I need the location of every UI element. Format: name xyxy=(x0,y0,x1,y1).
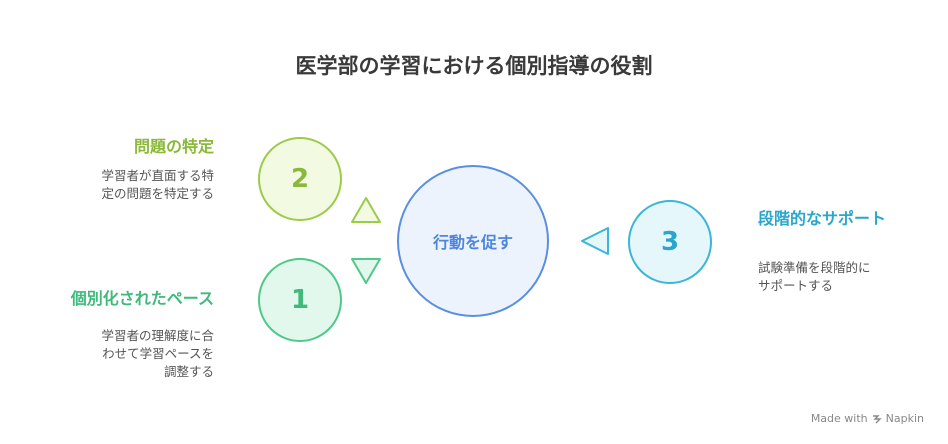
arrow-down-icon xyxy=(351,258,381,284)
arrow-left-icon xyxy=(581,227,609,255)
desc-line: サポートする xyxy=(758,278,834,293)
made-with-credit[interactable]: Made with Napkin xyxy=(811,412,924,425)
step-1-number: 1 xyxy=(290,285,310,315)
desc-line: 定の問題を特定する xyxy=(101,186,214,201)
arrow-up-icon xyxy=(351,197,381,223)
step-2-description: 学習者が直面する特 定の問題を特定する xyxy=(64,167,214,203)
center-node: 行動を促す xyxy=(397,165,549,317)
step-3-description: 試験準備を段階的に サポートする xyxy=(758,259,908,295)
credit-brand: Napkin xyxy=(885,412,924,425)
desc-line: わせて学習ペースを xyxy=(102,346,214,361)
step-1-description: 学習者の理解度に合 わせて学習ペースを 調整する xyxy=(64,327,214,381)
step-3-number: 3 xyxy=(660,227,680,257)
step-2-number: 2 xyxy=(290,164,310,194)
step-1-circle: 1 xyxy=(258,258,342,342)
desc-line: 調整する xyxy=(163,364,214,379)
desc-line: 学習者の理解度に合 xyxy=(101,328,214,343)
desc-line: 試験準備を段階的に xyxy=(758,260,871,275)
page-title: 医学部の学習における個別指導の役割 xyxy=(295,54,653,78)
napkin-logo-icon xyxy=(872,414,882,423)
step-1-heading: 個別化されたペース xyxy=(70,289,214,308)
credit-prefix: Made with xyxy=(810,412,868,425)
center-label: 行動を促す xyxy=(432,233,513,252)
step-2-circle: 2 xyxy=(258,137,342,221)
step-3-circle: 3 xyxy=(628,200,712,284)
step-3-heading: 段階的なサポート xyxy=(758,209,887,228)
desc-line: 学習者が直面する特 xyxy=(101,168,214,183)
step-2-heading: 問題の特定 xyxy=(133,137,214,156)
